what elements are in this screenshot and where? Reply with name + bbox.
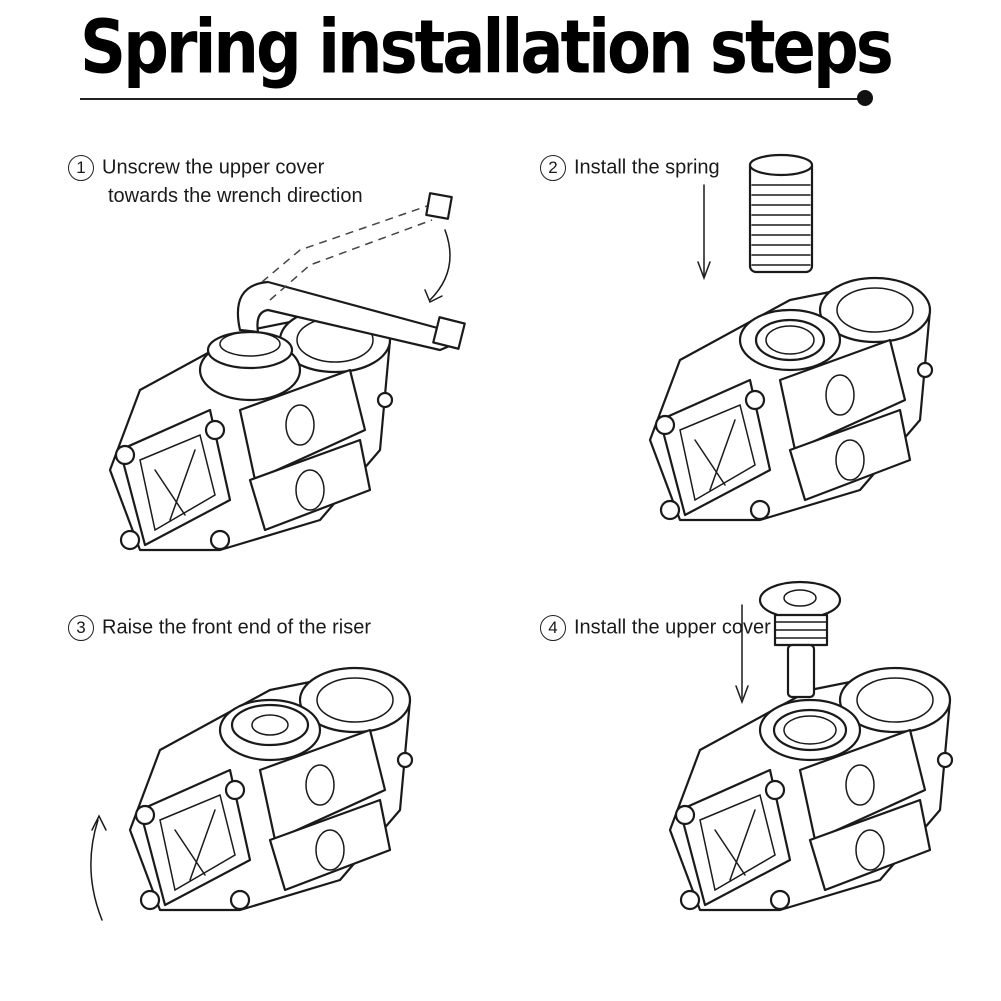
- title-underline-dot: [857, 90, 873, 106]
- step-3-text: Raise the front end of the riser: [102, 616, 372, 639]
- step-1-text: Unscrew the upper cover: [102, 156, 325, 179]
- step-2-stem-illustration: [648, 276, 934, 522]
- step-2-text: Install the spring: [574, 156, 720, 179]
- step-3-caption: 3 Raise the front end of the riser: [68, 613, 371, 642]
- step-4-text: Install the upper cover: [574, 616, 771, 639]
- step-4-caption: 4 Install the upper cover: [540, 613, 771, 642]
- step-4-number: 4: [540, 614, 566, 641]
- step-2-caption: 2 Install the spring: [540, 153, 720, 182]
- spring-illustration: [748, 153, 814, 274]
- step-1-text-line2: towards the wrench direction: [108, 184, 363, 207]
- step-1-caption: 1 Unscrew the upper cover towards the wre…: [68, 153, 363, 210]
- step-3-stem-illustration: [128, 666, 414, 912]
- step-1-number: 1: [68, 154, 94, 181]
- step-2-number: 2: [540, 154, 566, 181]
- page-title: Spring installation steps: [80, 6, 894, 92]
- step-4-stem-illustration: [668, 666, 954, 912]
- step-2-down-arrow: [697, 184, 711, 281]
- step-3-curved-arrow: [90, 814, 107, 921]
- step-3-number: 3: [68, 614, 94, 641]
- step-1-stem-illustration: [108, 306, 394, 552]
- upper-cover-illustration: [758, 580, 842, 699]
- title-underline: [80, 98, 866, 100]
- step-1-wrench-illustration: [236, 192, 466, 352]
- step-4-down-arrow: [735, 604, 749, 705]
